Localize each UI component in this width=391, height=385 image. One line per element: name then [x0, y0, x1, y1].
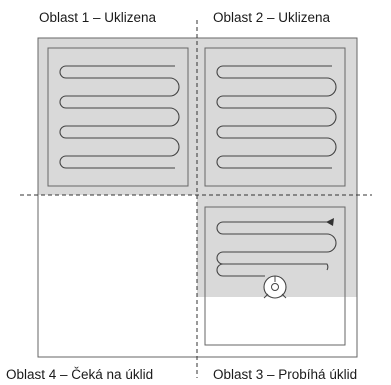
arrow-icon	[326, 218, 334, 226]
zone-3-frame	[204, 206, 346, 346]
zone-1-frame	[47, 47, 189, 187]
cleaned-area-top	[38, 38, 357, 195]
zone-3-label: Oblast 3 – Probíhá úklid	[213, 367, 358, 382]
zone-1-label: Oblast 1 – Uklizena	[39, 10, 157, 25]
zone-1-cleaning-path	[59, 65, 180, 169]
zone-2-frame	[204, 47, 346, 187]
zone-2-label: Oblast 2 – Uklizena	[213, 10, 331, 25]
robot-vacuum-icon	[263, 275, 287, 299]
zone-2-cleaning-path	[216, 65, 337, 169]
zone-3-cleaning-path	[216, 221, 337, 277]
zone-4-label: Oblast 4 – Čeká na úklid	[6, 367, 154, 382]
